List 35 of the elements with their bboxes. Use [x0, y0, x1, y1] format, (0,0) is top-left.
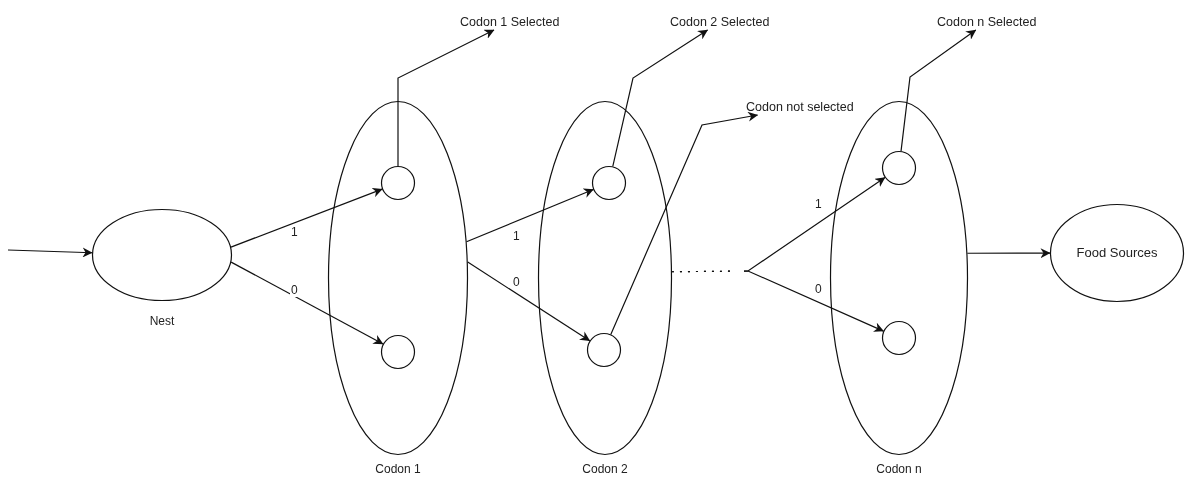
state-circle: [587, 333, 621, 367]
outcome-label: Codon n Selected: [937, 14, 1037, 30]
edge-label: 0: [512, 276, 521, 289]
arrow: [465, 188, 594, 243]
node-caption: Codon 1: [375, 462, 421, 476]
outcome-label: Codon 1 Selected: [460, 14, 560, 30]
state-circle: [882, 151, 916, 185]
arrow: [230, 187, 383, 248]
edge-label: 0: [814, 283, 823, 296]
arrow: [966, 248, 1051, 259]
edge-label: 1: [290, 226, 299, 239]
codon-ellipse: [538, 101, 672, 455]
node-caption: Codon 2: [582, 462, 628, 476]
arrow: [467, 261, 591, 342]
arrow: [900, 29, 977, 152]
arrow: [671, 270, 885, 332]
arrow: [612, 29, 709, 168]
state-circle: [592, 166, 626, 200]
outcome-label: Codon 2 Selected: [670, 14, 770, 30]
arrow: [397, 29, 495, 167]
node-caption: Nest: [149, 314, 175, 328]
nest-ellipse: [92, 209, 232, 301]
arrow: [230, 261, 384, 345]
arrow: [7, 247, 93, 258]
state-circle: [381, 166, 415, 200]
edge-label: 1: [814, 198, 823, 211]
codon-ellipse: [328, 101, 468, 455]
state-circle: [381, 335, 415, 369]
arrow: [610, 111, 759, 335]
outcome-label: Codon not selected: [746, 99, 858, 115]
food-sources-ellipse: Food Sources: [1050, 204, 1184, 302]
state-circle: [882, 321, 916, 355]
node-caption: Codon n: [876, 462, 922, 476]
edge-label: 1: [512, 230, 521, 243]
edge-label: 0: [290, 284, 299, 297]
